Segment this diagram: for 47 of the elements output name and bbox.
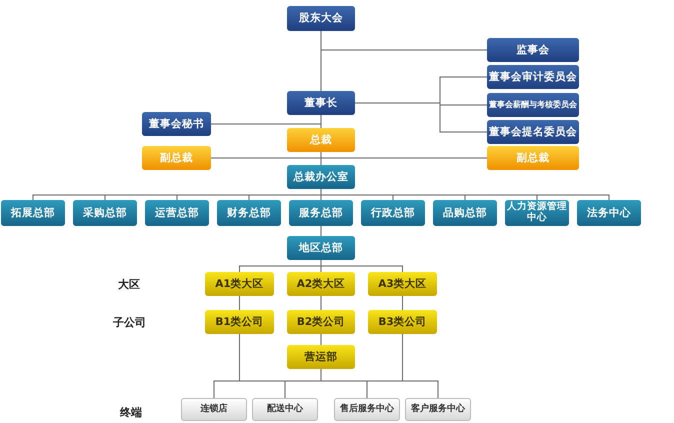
org-box: 董事长 [287, 91, 355, 115]
connector-line [320, 226, 322, 236]
department-box: 财务总部 [217, 200, 281, 226]
connector-line [320, 296, 322, 310]
level-label: 终端 [120, 405, 142, 420]
org-box: 董事会秘书 [142, 112, 211, 136]
connector-line [320, 152, 322, 166]
department-box: 采购总部 [73, 200, 137, 226]
department-box: 品购总部 [433, 200, 497, 226]
executive-box: 副总裁 [487, 146, 579, 170]
regional-box: A2类大区 [287, 272, 355, 296]
regional-box: 营运部 [287, 345, 355, 369]
regional-box: B3类公司 [368, 310, 437, 334]
terminal-box: 售后服务中心 [334, 398, 400, 421]
regional-box: B2类公司 [287, 310, 355, 334]
connector-line [320, 188, 610, 200]
org-box: 股东大会 [287, 6, 355, 31]
regional-box: B1类公司 [205, 310, 274, 334]
level-label: 子公司 [113, 315, 146, 330]
level-label: 大区 [118, 277, 140, 292]
terminal-box: 连锁店 [181, 398, 247, 421]
executive-box: 总裁 [287, 128, 355, 152]
terminal-box: 配送中心 [252, 398, 318, 421]
regional-box: A3类大区 [368, 272, 437, 296]
executive-box: 副总裁 [142, 146, 211, 170]
terminal-box: 客户服务中心 [405, 398, 471, 421]
connector-line [402, 296, 403, 310]
connector-line [354, 102, 488, 132]
org-box: 董事会审计委员会 [487, 65, 579, 89]
department-box: 服务总部 [289, 200, 353, 226]
department-box: 行政总部 [361, 200, 425, 226]
department-box: 人力资源管理中心 [505, 200, 569, 226]
org-box: 监事会 [487, 38, 579, 62]
connector-line [402, 334, 438, 398]
connector-line [320, 30, 488, 50]
connector-line [239, 296, 240, 310]
connector-line [320, 114, 322, 128]
regional-box: A1类大区 [205, 272, 274, 296]
department-box: 拓展总部 [1, 200, 65, 226]
connector-line [320, 260, 403, 272]
department-box: 运营总部 [145, 200, 209, 226]
org-box: 董事会提名委员会 [487, 120, 579, 144]
department-box: 法务中心 [577, 200, 641, 226]
connector-line [320, 334, 322, 346]
department-box: 地区总部 [287, 236, 355, 260]
department-box: 总裁办公室 [287, 165, 355, 189]
org-box: 董事会薪酬与考核委员会 [487, 93, 579, 117]
